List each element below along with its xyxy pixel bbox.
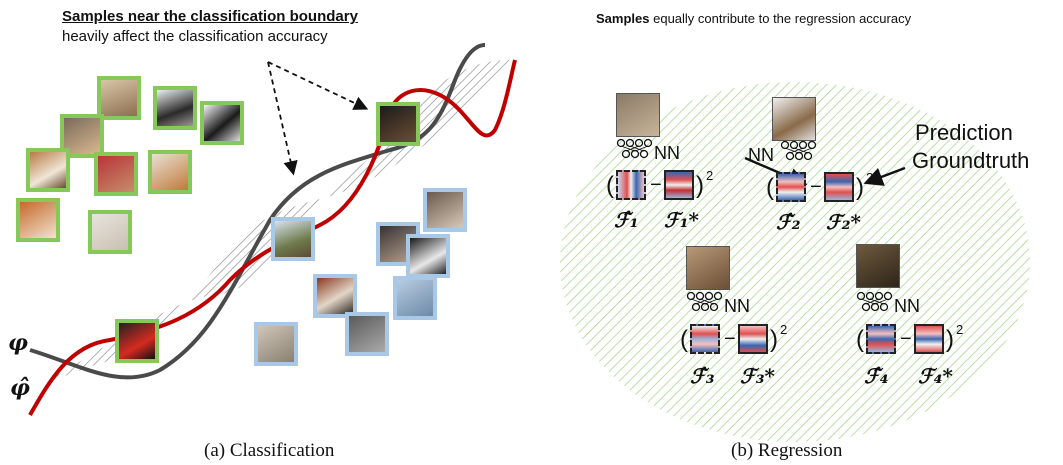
gt-label-3: ℱ₃* <box>740 364 775 388</box>
regression-title: Samples equally contribute to the regres… <box>596 11 911 26</box>
nn-label: NN <box>654 143 680 163</box>
cat-image <box>406 234 450 278</box>
pred-label-1: ℱ̂₁ <box>614 208 639 232</box>
dog-image-near-boundary <box>115 319 159 363</box>
sample-image-3 <box>686 246 730 290</box>
gt-label-4: ℱ₄* <box>918 364 953 388</box>
gt-label-2: ℱ₂* <box>826 210 861 234</box>
cat-image <box>393 276 437 320</box>
dog-image <box>153 86 197 130</box>
loss-term-4: ( − ) 2 <box>856 322 964 354</box>
prediction-heatmap <box>866 324 896 354</box>
dog-image-near-boundary <box>376 102 420 146</box>
groundtruth-arrow <box>863 166 906 186</box>
nn-label: NN <box>894 296 920 316</box>
dog-image <box>26 148 70 192</box>
pred-label-4: ℱ̂₄ <box>864 364 889 388</box>
caption-regression: (b) Regression <box>731 440 843 461</box>
dog-image <box>60 114 104 158</box>
dog-image <box>148 150 192 194</box>
sample-image-2 <box>772 97 816 141</box>
sample-image-1 <box>616 93 660 137</box>
cat-image <box>423 188 467 232</box>
prediction-heatmap <box>616 170 646 200</box>
regression-title-rest: equally contribute to the regression acc… <box>653 11 912 26</box>
dog-image <box>94 152 138 196</box>
pred-label-3: ℱ̂₃ <box>690 364 715 388</box>
dashed-arrow-right <box>267 61 369 110</box>
groundtruth-heatmap <box>824 172 854 202</box>
classification-title: Samples near the classification boundary <box>62 8 358 25</box>
prediction-heatmap <box>690 324 720 354</box>
groundtruth-label: Groundtruth <box>912 148 1030 173</box>
phi-label: φ <box>8 330 28 356</box>
pred-label-2: ℱ̂₂ <box>776 210 801 234</box>
dog-image <box>97 76 141 120</box>
prediction-heatmap <box>776 172 806 202</box>
dashed-arrow-down <box>267 61 298 176</box>
sample-image-4 <box>856 244 900 288</box>
regression-title-bold: Samples <box>596 11 650 26</box>
loss-term-2: ( − ) 2 <box>766 170 874 202</box>
nn-label: NN <box>724 296 750 316</box>
cat-image-near-boundary <box>271 217 315 261</box>
cat-image <box>254 322 298 366</box>
loss-term-3: ( − ) 2 <box>680 322 788 354</box>
phi-hat-label: φ̂ <box>10 375 30 401</box>
gt-label-1: ℱ₁* <box>664 208 699 232</box>
dog-image <box>88 210 132 254</box>
loss-term-1: ( − ) 2 <box>606 168 714 200</box>
nn-label: NN <box>748 145 774 165</box>
cat-image <box>313 274 357 318</box>
prediction-label: Prediction <box>915 120 1013 145</box>
caption-classification: (a) Classification <box>204 440 335 461</box>
dog-image <box>16 198 60 242</box>
groundtruth-heatmap <box>664 170 694 200</box>
dog-image <box>200 101 244 145</box>
groundtruth-heatmap <box>738 324 768 354</box>
groundtruth-heatmap <box>914 324 944 354</box>
classification-subtitle: heavily affect the classification accura… <box>62 28 328 45</box>
cat-image <box>345 312 389 356</box>
gray-boundary-curve <box>29 43 486 380</box>
